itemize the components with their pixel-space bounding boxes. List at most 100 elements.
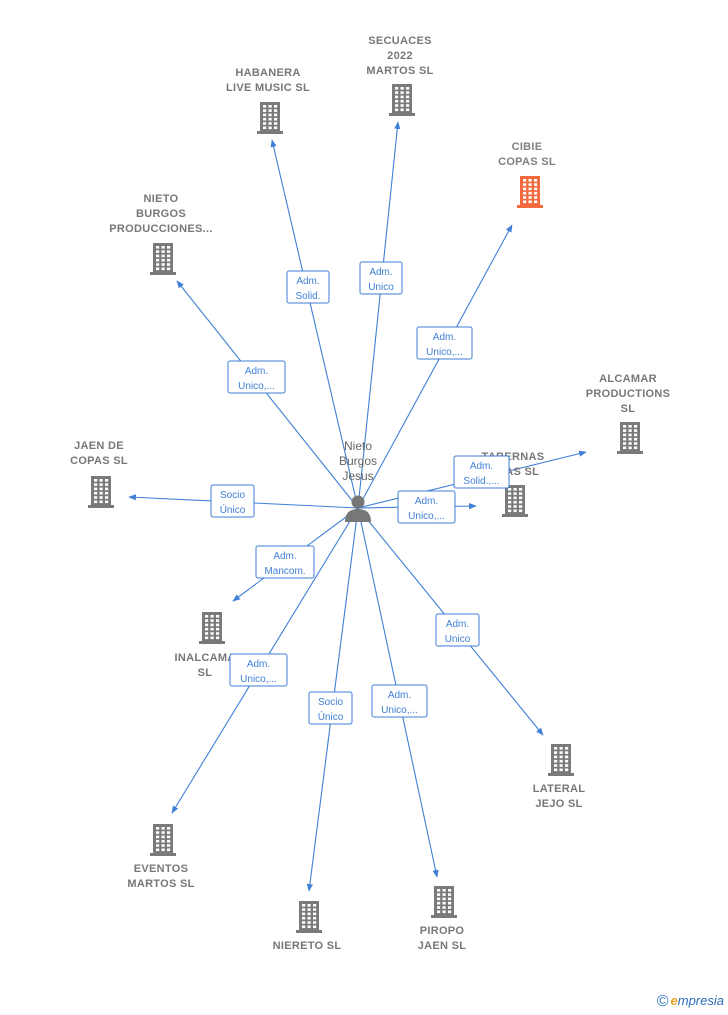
company-label[interactable]: NIETO xyxy=(144,193,179,205)
edge-label-box[interactable]: Adm. Unico xyxy=(359,261,403,295)
edge-label-text: Unico,... xyxy=(408,511,445,522)
company-node-eventos-martos[interactable]: EVENTOS MARTOS SL xyxy=(127,824,194,890)
company-label[interactable]: LIVE MUSIC SL xyxy=(226,82,310,94)
company-label[interactable]: JAEN SL xyxy=(418,940,467,952)
edge-label-text: Adm. xyxy=(369,267,392,278)
edge-label-box[interactable]: Adm.Unico,... xyxy=(229,653,288,687)
copyright-icon: © xyxy=(656,993,669,1010)
brand-initial: e xyxy=(670,993,678,1008)
person-label[interactable]: Jesus xyxy=(342,469,373,483)
edge-label-box[interactable]: Adm.Unico,... xyxy=(416,326,473,360)
edge-label-text: Adm. xyxy=(415,496,438,507)
company-node-piropo-jaen[interactable]: PIROPO JAEN SL xyxy=(418,886,467,952)
edge-label-box[interactable]: Adm. Unico,... xyxy=(397,490,456,524)
building-icon[interactable] xyxy=(150,824,176,856)
company-label[interactable]: MARTOS SL xyxy=(127,878,194,890)
edge-nieto-burgos xyxy=(176,280,359,509)
company-label[interactable]: SL xyxy=(621,403,636,415)
company-label[interactable]: ALCAMAR xyxy=(599,373,657,385)
company-label[interactable]: PIROPO xyxy=(420,925,465,937)
company-node-niereto[interactable]: NIERETO SL xyxy=(273,901,342,952)
edge-label-text: Adm. xyxy=(446,619,469,630)
building-icon[interactable] xyxy=(548,744,574,776)
edge-label-frame xyxy=(435,613,480,647)
edge-line xyxy=(357,121,401,509)
company-label[interactable]: PRODUCCIONES... xyxy=(109,223,213,235)
edge-label-text: Unico xyxy=(368,282,394,293)
building-icon[interactable] xyxy=(502,485,528,517)
edge-cibie xyxy=(357,224,513,509)
building-icon[interactable] xyxy=(517,176,543,208)
edge-line xyxy=(357,224,513,509)
edge-line xyxy=(270,139,359,509)
building-icon[interactable] xyxy=(296,901,322,933)
building-icon[interactable] xyxy=(257,102,283,134)
company-label[interactable]: JEJO SL xyxy=(535,798,582,810)
edge-label-text: Adm. xyxy=(388,690,411,701)
company-label[interactable]: NIERETO SL xyxy=(273,940,342,952)
company-node-lateral-jejo[interactable]: LATERAL JEJO SL xyxy=(533,744,586,810)
building-icon[interactable] xyxy=(88,476,114,508)
company-label[interactable]: BURGOS xyxy=(136,208,186,220)
edge-label-text: Adm. xyxy=(273,551,296,562)
edge-label-text: Único xyxy=(318,710,344,723)
edge-label-frame xyxy=(359,261,403,295)
building-icon[interactable] xyxy=(150,243,176,275)
company-node-inalcama[interactable]: INALCAMA SL xyxy=(174,612,235,679)
company-label[interactable]: PRODUCTIONS xyxy=(586,388,671,400)
edge-label-text: Unico,... xyxy=(426,347,463,358)
edge-label-box[interactable]: Adm.Solid. xyxy=(286,270,330,304)
edge-secuaces xyxy=(357,121,401,509)
company-label[interactable]: HABANERA xyxy=(235,67,300,79)
building-icon[interactable] xyxy=(199,612,225,644)
edge-label-box[interactable]: Adm. Mancom. xyxy=(255,545,315,579)
edge-label-text: Solid. xyxy=(295,291,320,302)
company-label[interactable]: SL xyxy=(198,667,213,679)
edge-label-text: Unico xyxy=(445,634,471,645)
edge-label-text: Mancom. xyxy=(264,566,305,577)
edge-line xyxy=(176,280,359,509)
company-label[interactable]: MARTOS SL xyxy=(366,65,433,77)
company-label[interactable]: SECUACES xyxy=(368,35,432,47)
edge-label-frame xyxy=(286,270,330,304)
edge-label-frame xyxy=(210,484,255,518)
edge-label-box[interactable]: Adm. Unico,... xyxy=(227,360,286,394)
person-label[interactable]: Burgos xyxy=(339,454,377,468)
person-icon[interactable] xyxy=(345,495,371,523)
edge-label-box[interactable]: Adm.Solid.,... xyxy=(453,455,510,489)
edge-label-text: Adm. xyxy=(470,461,493,472)
company-label[interactable]: CIBIE xyxy=(512,141,543,153)
edge-label-text: Socio xyxy=(220,490,245,501)
company-label[interactable]: JAEN DE xyxy=(74,440,124,452)
edge-label-box[interactable]: Adm. Unico xyxy=(435,613,480,647)
edge-label-frame xyxy=(229,653,288,687)
person-label[interactable]: Nieto xyxy=(344,439,372,453)
company-label[interactable]: 2022 xyxy=(387,50,413,62)
company-node-alcamar[interactable]: ALCAMAR PRODUCTIONS SL xyxy=(586,373,671,454)
company-label[interactable]: LATERAL xyxy=(533,783,586,795)
building-icon[interactable] xyxy=(389,84,415,116)
edge-label-text: Adm. xyxy=(247,659,270,670)
brand-name: mpresia xyxy=(677,993,724,1008)
company-node-jaen-de-copas[interactable]: JAEN DE COPAS SL xyxy=(70,440,128,508)
empresia-watermark[interactable]: ©empresia xyxy=(657,993,724,1011)
company-node-cibie[interactable]: CIBIE COPAS SL xyxy=(498,141,556,208)
company-label[interactable]: COPAS SL xyxy=(70,455,128,467)
company-label[interactable]: COPAS SL xyxy=(498,156,556,168)
company-node-nieto-burgos[interactable]: NIETO BURGOS PRODUCCIONES... xyxy=(109,193,213,275)
edge-label-text: Unico,... xyxy=(238,381,275,392)
edge-habanera xyxy=(270,139,359,509)
building-icon[interactable] xyxy=(617,422,643,454)
company-label[interactable]: INALCAMA xyxy=(174,652,235,664)
company-node-habanera[interactable]: HABANERA LIVE MUSIC SL xyxy=(226,67,310,134)
building-icon[interactable] xyxy=(431,886,457,918)
edge-label-frame xyxy=(227,360,286,394)
company-label[interactable]: EVENTOS xyxy=(134,863,188,875)
edge-label-box[interactable]: Adm.Unico,... xyxy=(371,684,428,718)
edge-label-text: Adm. xyxy=(245,366,268,377)
